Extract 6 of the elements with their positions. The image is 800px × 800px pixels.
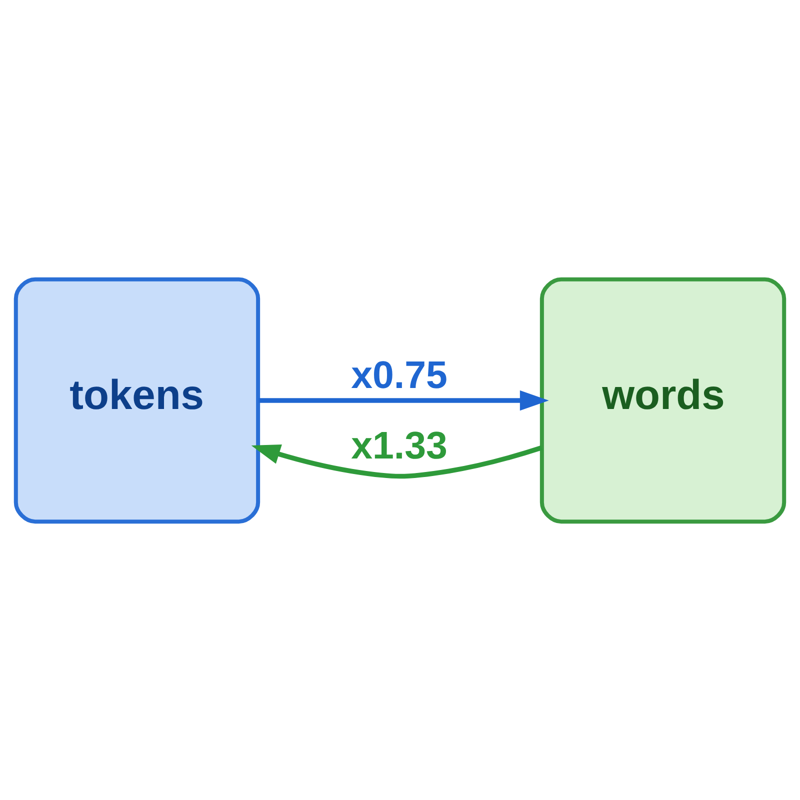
arrow (258, 390, 549, 410)
edge-label: x1.33 (351, 424, 448, 468)
node-box: words (540, 276, 786, 524)
edge-label: x0.75 (351, 353, 448, 396)
arrow (251, 444, 542, 478)
node-box: tokens (14, 276, 260, 524)
